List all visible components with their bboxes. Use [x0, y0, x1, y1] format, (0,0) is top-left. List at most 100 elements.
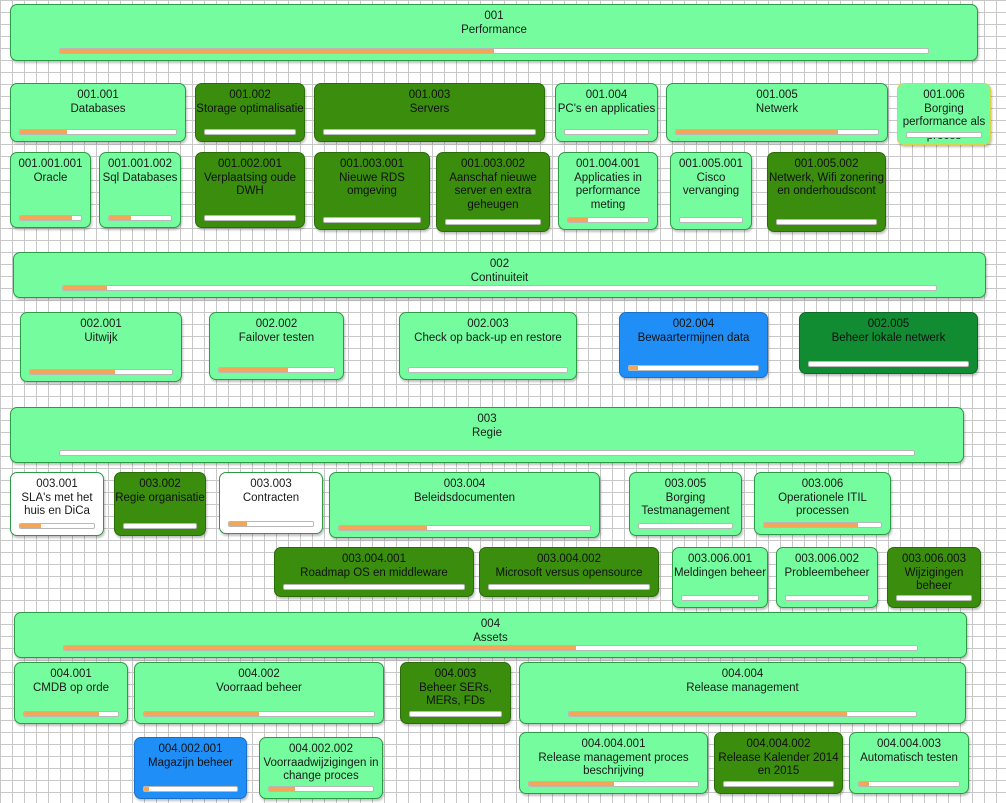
- progress-fill: [20, 524, 41, 528]
- progress-bar: [108, 215, 172, 221]
- progress-bar: [143, 786, 238, 792]
- progress-bar: [268, 786, 374, 792]
- node-title: Databases: [70, 102, 126, 115]
- progress-bar: [19, 523, 95, 529]
- node-title: Contracten: [242, 491, 300, 504]
- node-title: Bewaartermijnen data: [637, 331, 750, 344]
- node-code: 002.005: [867, 318, 910, 330]
- node-title: Automatisch testen: [860, 751, 958, 764]
- progress-fill: [859, 782, 869, 786]
- progress-bar: [723, 781, 834, 787]
- progress-bar: [776, 219, 877, 225]
- node-code: 002: [489, 258, 510, 270]
- node-code: 001.005.001: [679, 158, 743, 170]
- node-title: Oracle: [33, 171, 68, 184]
- progress-bar: [19, 129, 177, 135]
- node-code: 001.005.002: [794, 158, 859, 170]
- node-title: Uitwijk: [84, 331, 118, 344]
- node-title: Applicaties in performance meting: [574, 171, 642, 211]
- progress-bar: [408, 367, 568, 373]
- node-title: PC's en applicaties: [557, 102, 656, 115]
- progress-bar: [567, 217, 649, 223]
- node-code: 001.002: [229, 89, 271, 101]
- progress-bar: [906, 132, 982, 138]
- progress-fill: [529, 782, 614, 786]
- progress-fill: [676, 130, 838, 134]
- node-code: 002.004: [672, 318, 715, 330]
- progress-bar: [858, 781, 960, 787]
- progress-bar: [323, 217, 421, 223]
- node-code: 004: [480, 618, 501, 630]
- node-title: Nieuwe RDS omgeving: [339, 171, 405, 198]
- progress-bar: [528, 781, 699, 787]
- progress-bar: [675, 129, 879, 135]
- progress-fill: [568, 218, 588, 222]
- node-code: 003.004.002: [537, 553, 601, 565]
- progress-fill: [63, 286, 107, 290]
- node-code: 001.003: [408, 89, 451, 101]
- node-title: Netwerk, Wifi zonering en onderhoudscont: [768, 171, 885, 198]
- progress-fill: [339, 526, 427, 530]
- progress-bar: [323, 129, 536, 135]
- node-title: Netwerk: [755, 102, 799, 115]
- node-title: Borging Testmanagement: [641, 491, 730, 518]
- node-code: 004.004.003: [877, 738, 941, 750]
- node-code: 004.004: [721, 668, 764, 680]
- node-title: Magazijn beheer: [147, 756, 234, 769]
- node-code: 001.002.001: [218, 158, 282, 170]
- progress-bar: [29, 369, 173, 375]
- progress-bar: [445, 219, 541, 225]
- progress-fill: [109, 216, 131, 220]
- progress-bar: [808, 361, 969, 367]
- progress-fill: [30, 370, 116, 374]
- node-title: Beheer lokale netwerk: [831, 331, 946, 344]
- progress-bar: [488, 584, 650, 590]
- progress-bar: [564, 129, 649, 135]
- node-title: Cisco vervanging: [682, 171, 740, 198]
